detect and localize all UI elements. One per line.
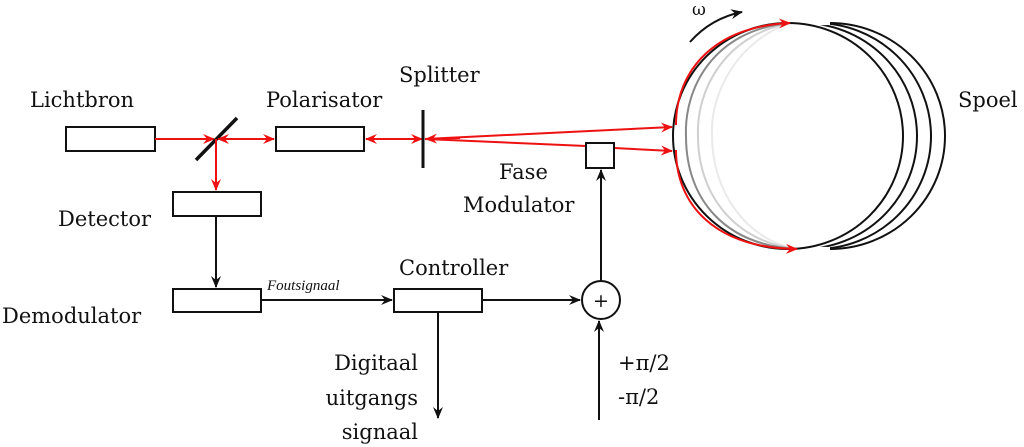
detector-label: Detector — [58, 207, 152, 231]
bias-minus-label: -π/2 — [618, 385, 659, 409]
polarizer-box — [275, 126, 365, 152]
phase-modulator-label-line1: Fase — [499, 160, 548, 184]
coil-turn-2-left — [684, 22, 798, 250]
coil-label: Spoel — [958, 88, 1018, 112]
beam-splitter-to-modulator — [424, 138, 587, 147]
controller-box — [393, 288, 483, 313]
controller-label: Controller — [399, 256, 509, 280]
rotation-label: ω — [692, 0, 706, 20]
detector-box — [172, 191, 262, 217]
coil-turn-1 — [672, 22, 904, 250]
phase-modulator-box — [585, 142, 615, 169]
output-label-line3: signaal — [342, 420, 419, 444]
phase-modulator-label-line2: Modulator — [463, 193, 575, 217]
rotation-arrow-icon — [689, 9, 743, 43]
coil-turn-4-left — [710, 22, 798, 250]
fiber-coil — [672, 18, 946, 254]
coil-light-path-bottom — [675, 149, 798, 254]
coil-light-path-top — [675, 18, 791, 126]
beam-modulator-to-coil — [613, 145, 673, 156]
error-signal-label: Foutsignaal — [266, 278, 340, 294]
summing-symbol: + — [593, 290, 609, 312]
output-label-line2: uitgangs — [326, 386, 418, 410]
lightsource-label: Lichtbron — [30, 88, 134, 112]
output-label-line1: Digitaal — [334, 351, 418, 375]
beam-splitter-to-coil-top — [424, 122, 673, 140]
demodulator-box — [172, 288, 262, 313]
polarizer-label: Polarisator — [266, 88, 383, 112]
bias-plus-label: +π/2 — [618, 351, 670, 375]
coil-turn-3-left — [696, 22, 798, 250]
lightsource-box — [65, 126, 156, 152]
splitter-label: Splitter — [399, 63, 481, 87]
demodulator-label: Demodulator — [2, 304, 142, 328]
